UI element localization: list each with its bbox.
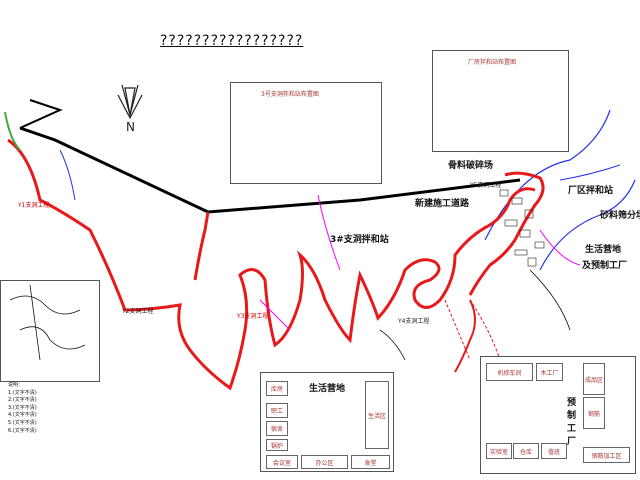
factory-cell-side-0: 成品区 <box>583 363 605 395</box>
station3-plan-title: 3号支洞拌和站布置图 <box>261 91 319 98</box>
dashed-road-2 <box>444 299 471 361</box>
road <box>7 138 536 391</box>
note-line: 5.(文字不清) <box>8 419 37 426</box>
thin-line-2 <box>529 269 571 331</box>
notes: 说明： 1.(文字不清) 2.(文字不清) 3.(文字不清) 4.(文字不清) … <box>8 382 263 435</box>
prefab-factory-plan: 机修车间 木工厂 成品区 钢筋 实验室 仓库 值班 钢筋加工区 预制工厂 <box>480 356 636 474</box>
camp-cell-0: 库房 <box>266 381 288 396</box>
river-4 <box>59 149 76 201</box>
magenta-path-2 <box>539 229 581 266</box>
thin-line <box>379 329 406 361</box>
living-camp-title: 生活营地 <box>309 384 346 394</box>
magenta-path-3 <box>259 299 291 331</box>
trunk-branch <box>19 99 63 129</box>
river-3 <box>559 164 621 181</box>
gravel-separation-label: 砂料筛分场 <box>600 211 640 221</box>
prefab-factory-title: 预制工厂 <box>567 398 577 447</box>
factory-cell-side-1: 钢筋 <box>583 397 605 429</box>
prefab-factory-right-label: 及预制工厂 <box>582 261 628 271</box>
tunnel-y1-label: Y1支洞工程 <box>18 202 50 209</box>
river <box>484 109 611 241</box>
river-2 <box>539 179 636 271</box>
note-line: 3.(文字不清) <box>8 404 37 411</box>
road-2 <box>193 211 210 281</box>
road-3 <box>468 171 545 296</box>
factory-cell-bottom-2: 值班 <box>541 443 567 459</box>
tunnel-y5-label: Y5支洞工程 <box>470 182 502 189</box>
camp-cell-3: 锅炉 <box>266 439 288 451</box>
camp-cell-1: 职工 <box>266 403 288 418</box>
plant-mixing-label: 厂区拌和站 <box>568 186 614 196</box>
gravel-plant-label: 骨料破碎场 <box>448 161 494 171</box>
station3-plan: 3号支洞拌和站布置图 <box>230 82 382 184</box>
camp-cell-2: 宿舍 <box>266 421 288 436</box>
note-line: 2.(文字不清) <box>8 397 37 404</box>
note-line: 1.(文字不清) <box>8 389 37 396</box>
factory-cell-area: 钢筋加工区 <box>583 447 630 463</box>
notes-heading: 说明： <box>8 382 24 388</box>
factory-cell-bottom-0: 实验室 <box>486 443 512 459</box>
camp-cell-bottom-0: 会议室 <box>266 455 298 469</box>
tunnel-y4-label: Y4支洞工程 <box>398 318 430 325</box>
magenta-path <box>317 194 341 271</box>
road-4 <box>454 299 476 373</box>
plant-plan: 厂房拌和站布置图 <box>432 50 569 152</box>
camp-cell-bottom-1: 办公区 <box>301 455 348 469</box>
camp-cell-bottom-2: 食堂 <box>351 455 390 469</box>
green-route <box>4 111 21 151</box>
building-cluster <box>499 189 545 267</box>
page-title: ????????????????? <box>160 33 304 49</box>
camp-cell-right: 生活区 <box>365 381 389 449</box>
factory-cell-0: 机修车间 <box>486 363 533 381</box>
tunnel-y2-label: Y2支洞工程 <box>122 308 154 315</box>
location-map <box>0 280 100 382</box>
living-camp-right-label: 生活营地 <box>585 245 622 255</box>
compass-letter: N <box>126 120 135 134</box>
factory-cell-1: 木工厂 <box>536 363 563 381</box>
note-line: 6.(文字不清) <box>8 427 37 434</box>
inset-map-lines <box>9 284 86 361</box>
north-arrow <box>117 84 143 120</box>
note-line: 4.(文字不清) <box>8 412 37 419</box>
tunnel-y3-label: Y3支洞工程 <box>237 313 269 320</box>
factory-cell-bottom-1: 仓库 <box>513 443 539 459</box>
living-camp-plan: 生活营地 库房 职工 宿舍 锅炉 会议室 办公区 食堂 生活区 <box>260 372 394 472</box>
new-road-label: 新建施工道路 <box>415 199 470 209</box>
station3-label: 3#支洞拌和站 <box>330 235 389 245</box>
plant-plan-title: 厂房拌和站布置图 <box>468 59 517 66</box>
